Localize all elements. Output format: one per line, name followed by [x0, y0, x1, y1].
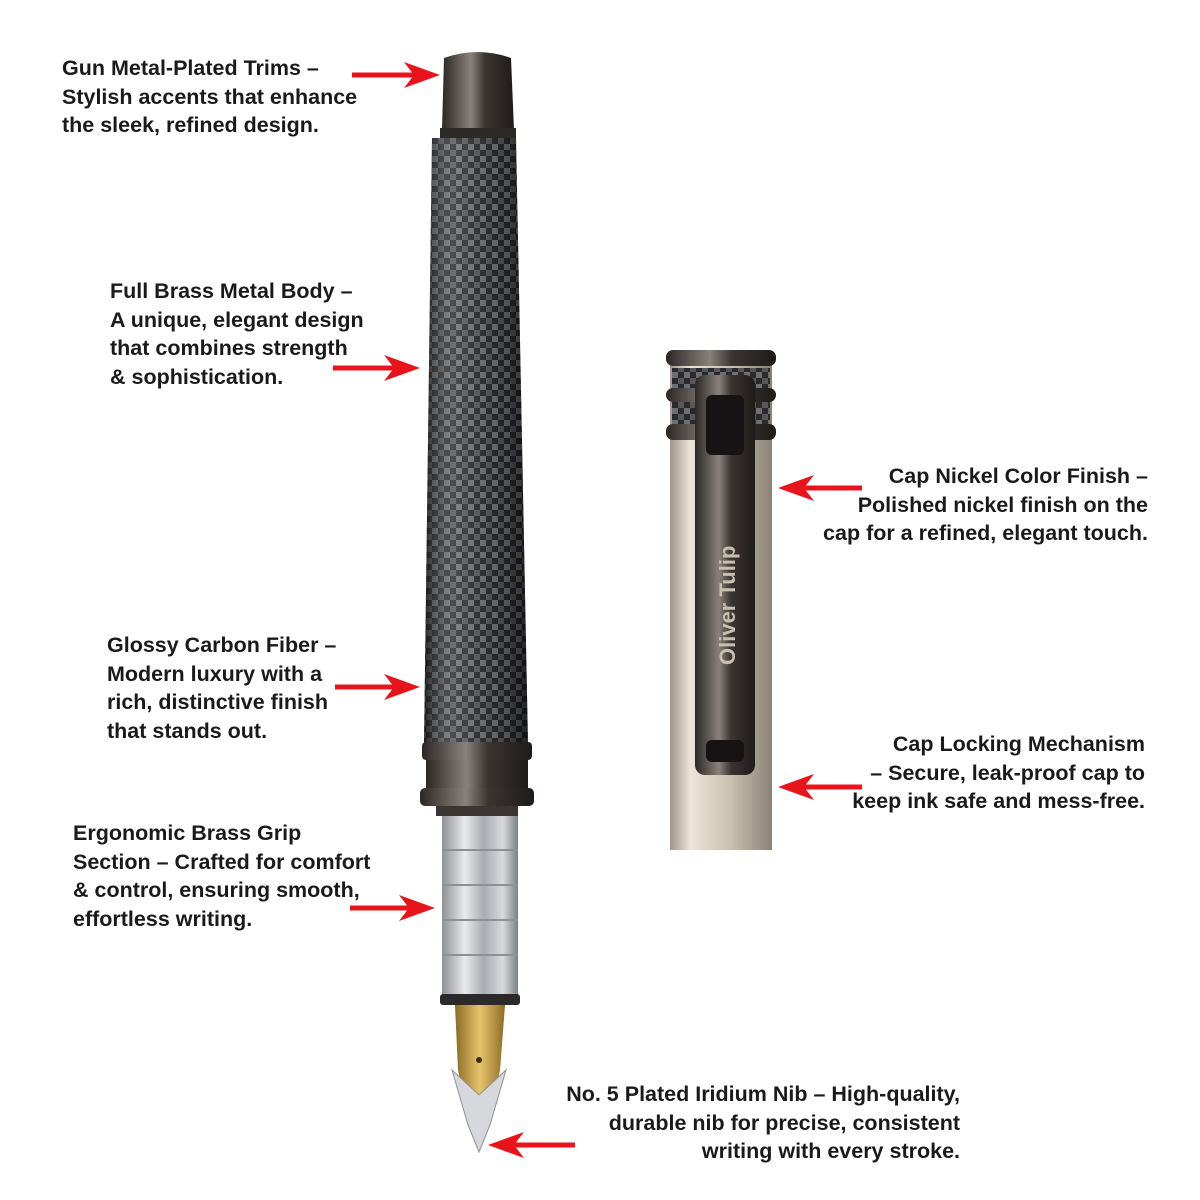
- callout-carbon: Glossy Carbon Fiber – Modern luxury with…: [107, 631, 336, 745]
- arrow-cap-finish: [778, 475, 862, 501]
- callout-line: Full Brass Metal Body –: [110, 279, 353, 303]
- arrow-cap-lock: [778, 774, 862, 800]
- callout-cap-lock: Cap Locking Mechanism – Secure, leak-pro…: [852, 730, 1145, 816]
- callout-line: Modern luxury with a: [107, 661, 323, 686]
- callout-line: – Secure, leak-proof cap to: [870, 760, 1145, 785]
- callout-body: Full Brass Metal Body – A unique, elegan…: [110, 277, 364, 391]
- pen-barrel: [420, 52, 534, 816]
- callout-line: writing with every stroke.: [701, 1139, 960, 1163]
- callout-line: the sleek, refined design.: [62, 113, 319, 137]
- pen-cap: Oliver Tulip: [666, 350, 776, 850]
- arrow-nib: [488, 1132, 575, 1158]
- callout-arrows: [333, 62, 862, 1158]
- callout-line: cap for a refined, elegant touch.: [823, 521, 1148, 545]
- nib: [451, 1005, 507, 1154]
- callout-line: Glossy Carbon Fiber –: [107, 633, 337, 657]
- callout-line: Polished nickel finish on the: [857, 492, 1148, 517]
- callout-line: effortless writing.: [73, 906, 253, 931]
- callout-line: Section – Crafted for comfort: [73, 849, 371, 874]
- callout-nib: No. 5 Plated Iridium Nib – High-quality,…: [566, 1080, 960, 1166]
- brand-engraving: Oliver Tulip: [715, 546, 740, 665]
- callout-line: durable nib for precise, consistent: [608, 1110, 960, 1135]
- callout-grip: Ergonomic Brass Grip Section – Crafted f…: [73, 819, 370, 933]
- callout-line: Cap Locking Mechanism: [892, 732, 1145, 756]
- callout-cap-finish: Cap Nickel Color Finish – Polished nicke…: [823, 462, 1148, 548]
- callout-line: Gun Metal-Plated Trims –: [62, 56, 319, 80]
- cap-clip: [695, 375, 755, 775]
- arrow-trims: [352, 62, 440, 88]
- arrow-body: [333, 355, 420, 381]
- callout-line: that stands out.: [107, 718, 268, 743]
- callout-line: A unique, elegant design: [110, 307, 364, 332]
- arrow-grip: [350, 895, 435, 921]
- callout-line: Cap Nickel Color Finish –: [888, 464, 1148, 488]
- callout-line: & sophistication.: [110, 364, 284, 389]
- callout-line: keep ink safe and mess-free.: [852, 789, 1145, 813]
- callout-line: rich, distinctive finish: [107, 690, 329, 714]
- arrow-carbon: [335, 674, 420, 700]
- callout-line: No. 5 Plated Iridium Nib – High-quality,: [566, 1082, 960, 1106]
- callout-line: Ergonomic Brass Grip: [73, 821, 302, 845]
- callout-trims: Gun Metal-Plated Trims – Stylish accents…: [62, 54, 357, 140]
- callout-line: Stylish accents that enhance: [62, 84, 358, 109]
- grip-section: [440, 816, 520, 1005]
- callout-line: & control, ensuring smooth,: [73, 878, 360, 902]
- callout-line: that combines strength: [110, 336, 348, 360]
